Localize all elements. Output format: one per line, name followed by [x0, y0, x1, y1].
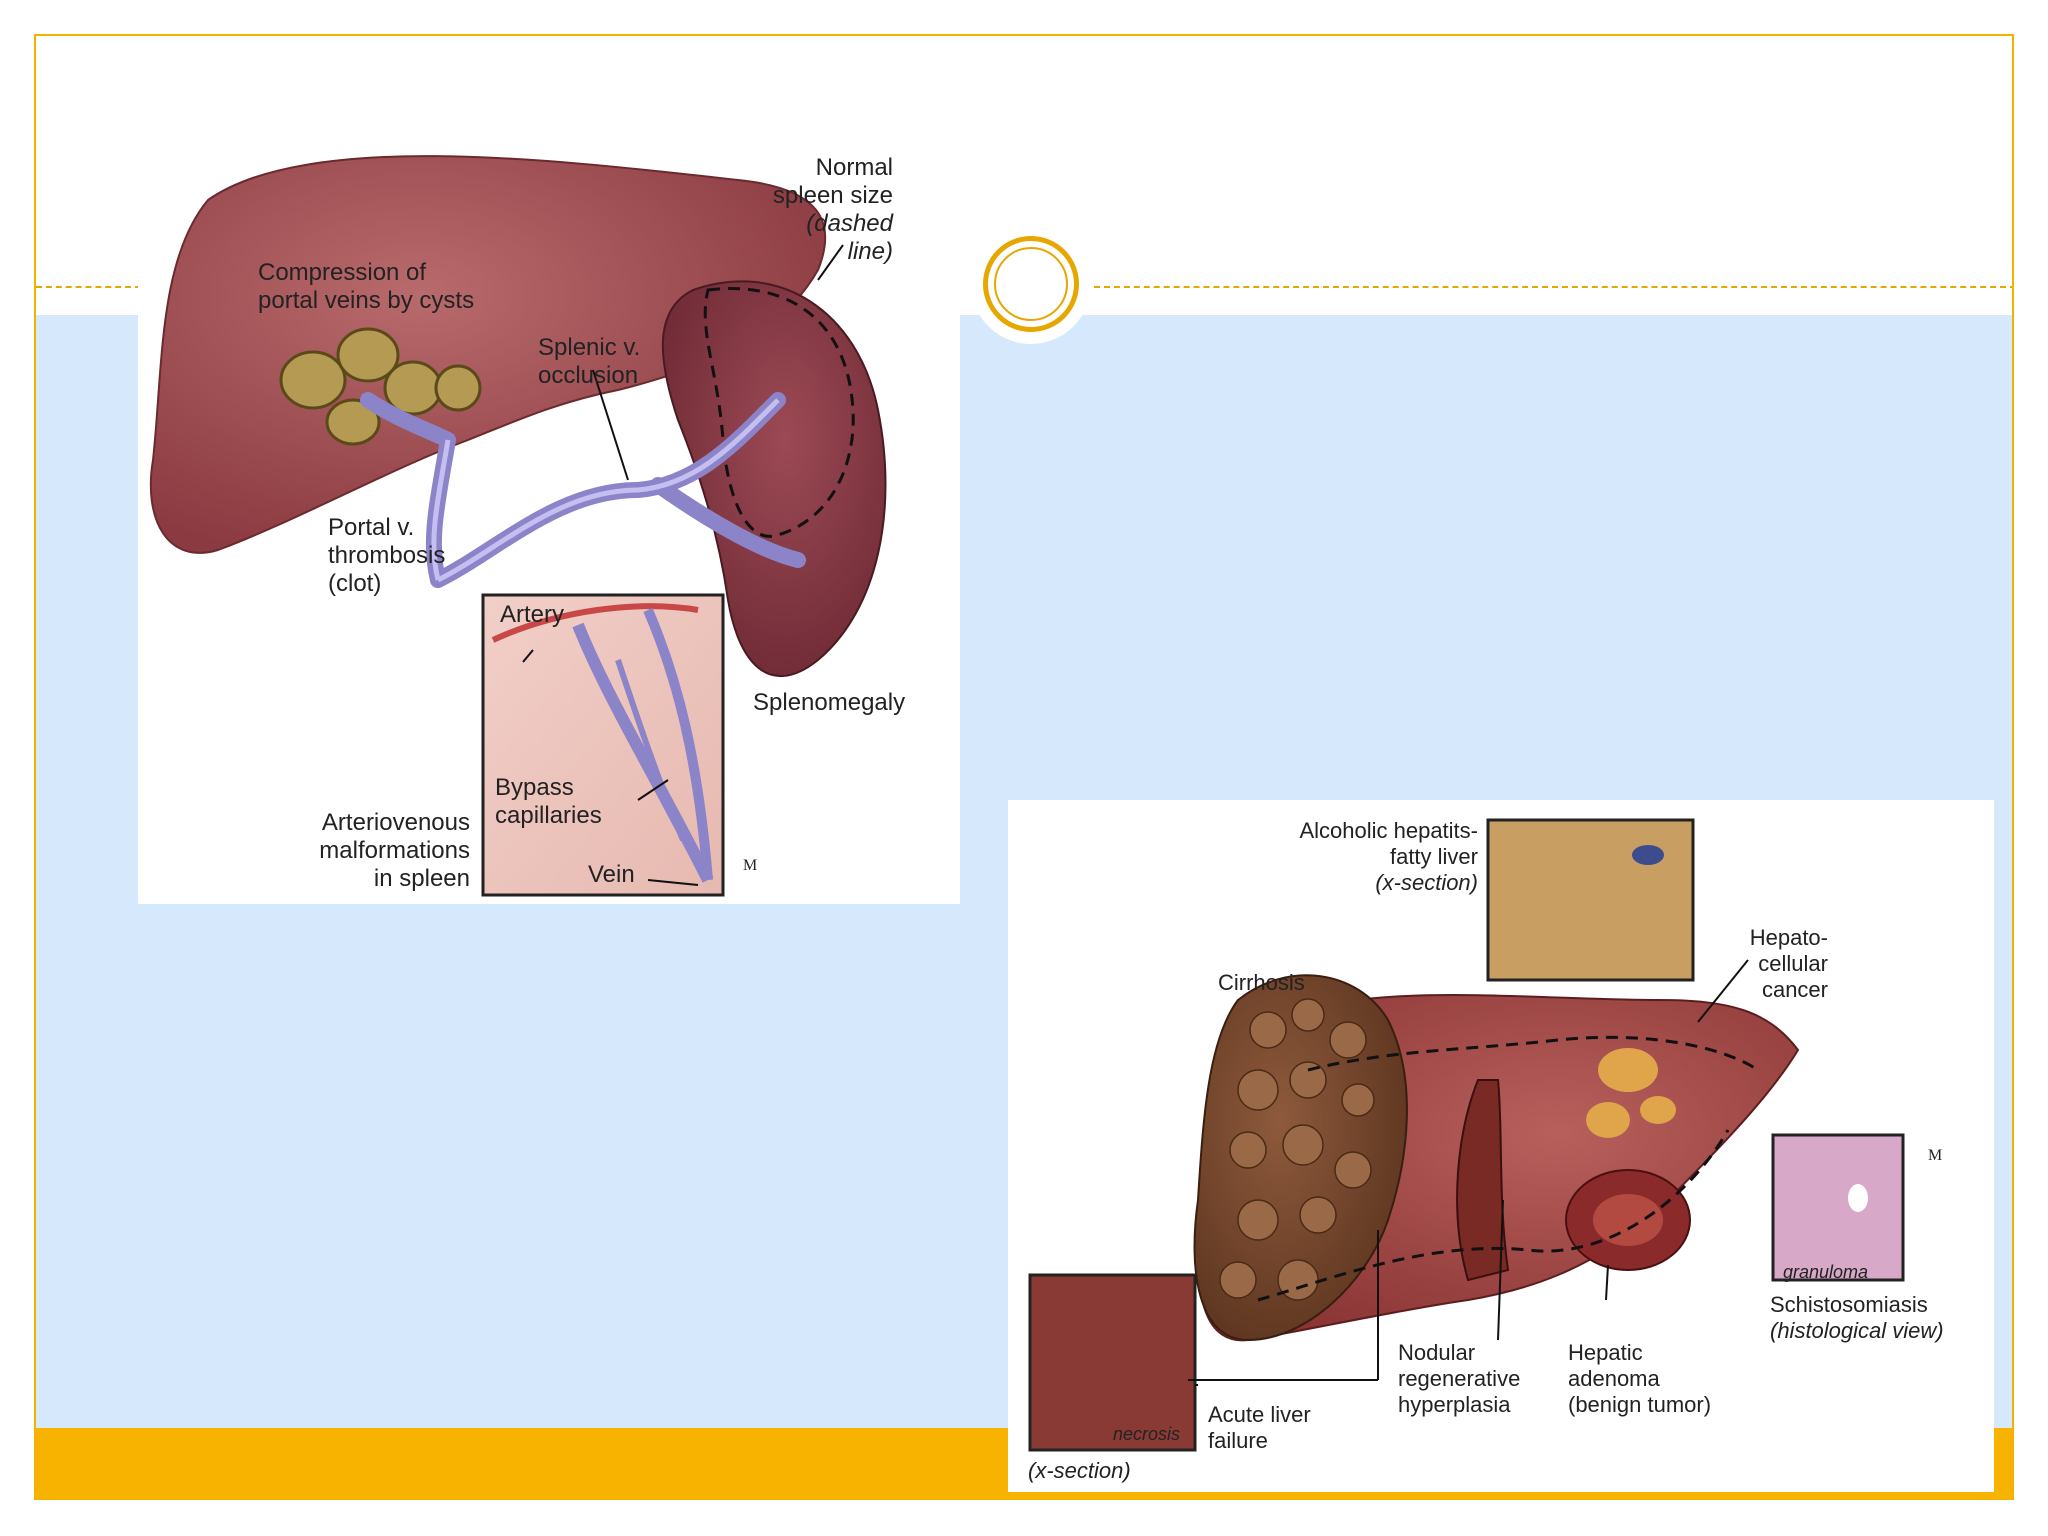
liver-shape [149, 155, 827, 554]
label-compression-1: Compression of [258, 259, 426, 286]
artist-signature: M [743, 857, 757, 874]
fatty-liver-inset [1486, 818, 1695, 982]
label-bypass-1: Bypass [495, 774, 574, 801]
schisto-inset [1771, 1133, 1905, 1282]
label-acute-2: failure [1208, 1428, 1268, 1453]
liver-disease-illustration: Alcoholic hepatits- fatty liver (x-secti… [1028, 818, 1944, 1483]
title-divider-left [36, 286, 141, 288]
label-adenoma-1: Hepatic [1568, 1340, 1643, 1365]
label-portal-1: Portal v. [328, 514, 414, 541]
label-compression-2: portal veins by cysts [258, 287, 474, 314]
label-splenic-2: occlusion [538, 362, 638, 389]
title-divider-right [1094, 286, 2012, 288]
label-necrosis: necrosis [1113, 1424, 1180, 1444]
spleen-shape [661, 280, 887, 678]
label-nodular-3: hyperplasia [1398, 1392, 1511, 1417]
cysts [279, 327, 482, 446]
liver-spleen-illustration: Normal spleen size (dashed line) Compres… [149, 154, 905, 897]
label-hepato-3: cancer [1762, 977, 1828, 1002]
label-normal-spleen-2: spleen size [773, 182, 893, 209]
label-nodular-1: Nodular [1398, 1340, 1475, 1365]
label-vein: Vein [588, 861, 635, 888]
label-portal-2: thrombosis [328, 542, 445, 569]
label-normal-spleen-1: Normal [816, 154, 893, 181]
label-acute-1: Acute liver [1208, 1402, 1311, 1427]
necrosis-inset [1028, 1273, 1197, 1452]
label-adenoma-2: adenoma [1568, 1366, 1661, 1391]
liver-spleen-diagram: Normal spleen size (dashed line) Compres… [138, 140, 960, 904]
label-adenoma-3: (benign tumor) [1568, 1392, 1711, 1417]
label-hepato-1: Hepato- [1750, 925, 1828, 950]
label-portal-3: (clot) [328, 570, 381, 597]
label-normal-spleen-4: line) [848, 238, 893, 265]
label-normal-spleen-3: (dashed [806, 210, 893, 237]
label-artery: Artery [500, 601, 564, 628]
label-av-3: in spleen [374, 865, 470, 892]
tumor-spots [1586, 1048, 1676, 1138]
label-av-1: Arteriovenous [322, 809, 470, 836]
inset-box [481, 593, 725, 897]
label-splenomegaly: Splenomegaly [753, 689, 905, 716]
label-alcoholic-1: Alcoholic hepatits- [1299, 818, 1478, 843]
label-alcoholic-2: fatty liver [1390, 844, 1478, 869]
label-splenic-1: Splenic v. [538, 334, 640, 361]
label-xsection: (x-section) [1028, 1458, 1131, 1483]
label-cirrhosis: Cirrhosis [1218, 970, 1305, 995]
label-av-2: malformations [319, 837, 470, 864]
label-bypass-2: capillaries [495, 802, 602, 829]
label-alcoholic-3: (x-section) [1375, 870, 1478, 895]
label-granuloma: granuloma [1783, 1262, 1868, 1282]
normal-spleen-outline [703, 287, 855, 538]
label-nodular-2: regenerative [1398, 1366, 1520, 1391]
circle-ornament [971, 224, 1091, 344]
label-schisto-2: (histological view) [1770, 1318, 1944, 1343]
liver-disease-diagram: Alcoholic hepatits- fatty liver (x-secti… [1008, 800, 1994, 1492]
label-hepato-2: cellular [1758, 951, 1828, 976]
artist-signature-2: M [1928, 1147, 1942, 1164]
cirrhosis-nodules [1219, 998, 1375, 1301]
label-schisto-1: Schistosomiasis [1770, 1292, 1928, 1317]
